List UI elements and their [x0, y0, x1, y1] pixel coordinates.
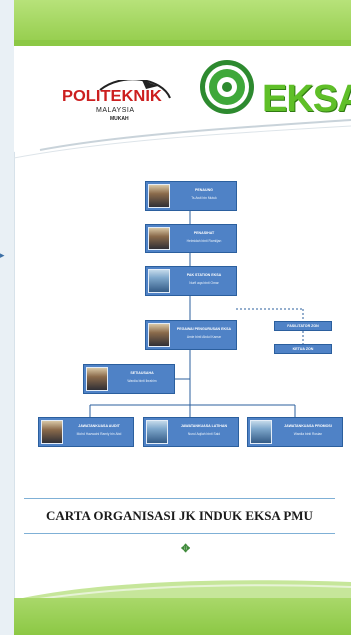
node-jk-promosi: JAWATANKUASA PROMOSI Wardia binti Rosian — [247, 417, 343, 447]
node-role: PEGAWAI PENGURUSAN EKSA — [176, 327, 232, 331]
photo-penaung — [148, 184, 170, 208]
title-rule-top — [24, 498, 335, 499]
politeknik-swoosh-icon — [99, 80, 171, 99]
node-name: Mohd Hazwaini Ramly bin Abd — [76, 432, 122, 436]
connector-lines — [89, 211, 296, 417]
node-role: PENAUNG — [195, 188, 213, 192]
photo-penasihat — [148, 227, 170, 250]
eksa-seal-icon — [200, 60, 254, 114]
sprout-icon: ✥ — [181, 543, 191, 555]
footer-band — [14, 598, 351, 635]
node-role: JAWATANKUASA AUDIT — [78, 424, 120, 428]
photo-jk-latihan — [146, 420, 168, 444]
left-gutter: ▸ — [0, 0, 15, 635]
photo-jk-promosi — [250, 420, 272, 444]
node-role: FASILITATOR ZON — [287, 324, 319, 328]
eksa-wordmark: EKSA — [262, 78, 351, 120]
node-setiausaha: SETIAUSAHA Wardia binti Ibrahim — [83, 364, 175, 394]
photo-setiausaha — [86, 367, 108, 391]
document-title: CARTA ORGANISASI JK INDUK EKSA PMU — [46, 508, 313, 523]
node-fasilitator-zon: FASILITATOR ZON — [274, 321, 332, 331]
node-name: Amie binti Abdul Kamar — [186, 335, 222, 339]
node-role: KETUA ZON — [292, 347, 314, 351]
node-name: Wardia binti Rosian — [293, 432, 323, 436]
photo-jk-audit — [41, 420, 63, 444]
politeknik-logo: POLITEKNIK MALAYSIA MUKAH — [62, 80, 172, 122]
node-name: Ts.Awit bin Mutuk — [191, 196, 217, 200]
header-band — [14, 0, 351, 46]
photo-pak-station — [148, 269, 170, 293]
title-rule-bottom — [24, 533, 335, 534]
node-ketua-zon: KETUA ZON — [274, 344, 332, 354]
node-penasihat: PENASIHAT Helmidah binti Ramlijan — [145, 224, 237, 253]
node-name: Nurfi aqa binti Omar — [189, 281, 219, 285]
node-penaung: PENAUNG Ts.Awit bin Mutuk — [145, 181, 237, 211]
node-role: JAWATANKUASA LATIHAN — [180, 424, 228, 428]
node-role: SETIAUSAHA — [130, 371, 154, 375]
photo-pengurus — [148, 323, 170, 347]
node-role: JAWATANKUASA PROMOSI — [284, 424, 332, 428]
node-role: PENASIHAT — [193, 231, 215, 235]
node-pengurus: PEGAWAI PENGURUSAN EKSA Amie binti Abdul… — [145, 320, 237, 350]
node-jk-audit: JAWATANKUASA AUDIT Mohd Hazwaini Ramly b… — [38, 417, 134, 447]
node-pak-station: PAK STATION EKSA Nurfi aqa binti Omar — [145, 266, 237, 296]
node-jk-latihan: JAWATANKUASA LATIHAN Nurul Aqilah binti … — [143, 417, 239, 447]
node-name: Nurul Aqilah binti Said — [187, 432, 221, 436]
node-name: Wardia binti Ibrahim — [127, 379, 157, 383]
node-role: PAK STATION EKSA — [186, 273, 222, 277]
node-name: Helmidah binti Ramlijan — [186, 239, 222, 243]
politeknik-wordmark: POLITEKNIK — [62, 88, 162, 105]
chevron-right-icon[interactable]: ▸ — [0, 250, 5, 260]
politeknik-country: MALAYSIA — [96, 107, 135, 114]
politeknik-campus: MUKAH — [110, 116, 129, 122]
